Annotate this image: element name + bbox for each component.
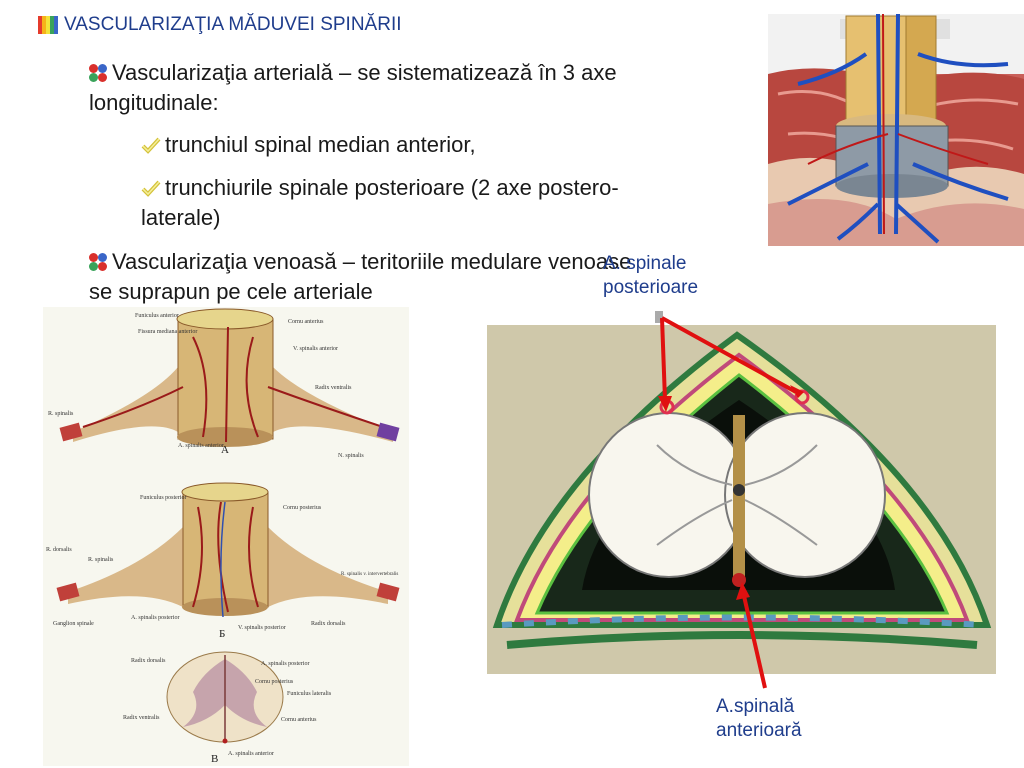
- plate-c-radix-ventralis: Radix ventralis: [123, 715, 160, 721]
- subbullet-posterior-line1: trunchiurile spinale posterioare (2 axe …: [165, 175, 619, 200]
- plate-c-cornu-posterius: Cornu posterius: [255, 679, 294, 685]
- clover-bullet-icon: [89, 64, 107, 82]
- bullet-arterial-line1: Vascularizaţia arterială – se sistematiz…: [112, 60, 617, 85]
- bullet-venous-line2: se suprapun pe cele arteriale: [89, 279, 373, 304]
- plate-a-n-spinalis: N. spinalis: [338, 453, 364, 459]
- subbullet-median-anterior: trunchiul spinal median anterior,: [141, 130, 476, 160]
- arrow-posterior-right: [661, 316, 797, 394]
- plate-a-radix-ventralis: Radix ventralis: [315, 385, 352, 391]
- bullet-venous: Vascularizaţia venoasă – teritoriile med…: [89, 247, 631, 307]
- slide-title: VASCULARIZAŢIA MĂDUVEI SPINĂRII: [38, 14, 402, 36]
- callout-posterior-line1: A. spinale: [603, 253, 687, 274]
- plate-a-r-spinalis: R. spinalis: [48, 411, 74, 417]
- arrow-anterior: [742, 595, 767, 689]
- plate-b-ganglion: Ganglion spinale: [53, 621, 94, 627]
- check-pencil-icon: [141, 180, 161, 197]
- bullet-venous-line1: Vascularizaţia venoasă – teritoriile med…: [112, 249, 632, 274]
- plate-a-funiculus-anterior: Funiculus anterior: [135, 313, 179, 319]
- plate-c-radix-dorsalis: Radix dorsalis: [131, 658, 166, 664]
- plate-c-letter: B: [211, 753, 218, 765]
- spinal-cord-plates-illustration: Funiculus anterior Fissura mediana anter…: [43, 307, 409, 766]
- subbullet-posterior: trunchiurile spinale posterioare (2 axe …: [141, 173, 619, 233]
- plate-b-letter: Б: [219, 628, 225, 640]
- plate-b-v-spinalis-posterior: V. spinalis posterior: [238, 625, 286, 631]
- callout-anterior-artery: A.spinală anterioară: [716, 695, 802, 743]
- clover-bullet-icon: [89, 253, 107, 271]
- plate-b-r-spinalis: R. spinalis: [88, 557, 114, 563]
- plate-c-cornu-anterius: Cornu anterius: [281, 717, 317, 723]
- subbullet-median-text: trunchiul spinal median anterior,: [165, 132, 476, 157]
- plate-a-a-spinalis-anterior: A. spinalis anterior: [178, 443, 224, 449]
- rainbow-bars-icon: [38, 16, 58, 34]
- plate-b-funiculus-posterior: Funiculus posterior: [140, 495, 187, 501]
- plate-b-r-dorsalis: R. dorsalis: [46, 547, 72, 553]
- plate-c-a-spinalis-anterior: A. spinalis anterior: [228, 751, 274, 757]
- subbullet-posterior-line2: laterale): [141, 205, 221, 230]
- plate-a-v-spinalis: V. spinalis anterior: [293, 346, 338, 352]
- callout-anterior-line2: anterioară: [716, 720, 802, 741]
- bullet-arterial: Vascularizaţia arterială – se sistematiz…: [89, 58, 617, 118]
- plate-b-cornu-posterius: Cornu posterius: [283, 505, 322, 511]
- callout-posterior-arteries: A. spinale posterioare: [603, 252, 698, 300]
- arrow-posterior-left: [660, 317, 667, 401]
- plate-c-a-spinalis-posterior: A. spinalis posterior: [261, 661, 310, 667]
- spinal-cord-vessels-illustration: [768, 14, 1024, 246]
- bullet-arterial-line2: longitudinale:: [89, 90, 219, 115]
- plate-b-a-spinalis-posterior: A. spinalis posterior: [131, 615, 180, 621]
- plate-a-cornu-anterius: Cornu anterius: [288, 319, 324, 325]
- check-pencil-icon: [141, 137, 161, 154]
- plate-a-fissura: Fissura mediana anterior: [138, 329, 197, 335]
- callout-posterior-line2: posterioare: [603, 277, 699, 298]
- title-text: VASCULARIZAŢIA MĂDUVEI SPINĂRII: [64, 14, 402, 35]
- plate-b-r-intervertebralis: R. spinalis v. intervertebralis: [341, 572, 398, 577]
- plate-a-letter: A: [221, 444, 229, 456]
- plate-c-funiculus-lateralis: Funiculus lateralis: [287, 691, 332, 697]
- callout-anterior-line1: A.spinală: [716, 696, 795, 717]
- plate-b-radix-dorsalis: Radix dorsalis: [311, 621, 346, 627]
- spinal-canal-cross-section-illustration: [487, 325, 996, 674]
